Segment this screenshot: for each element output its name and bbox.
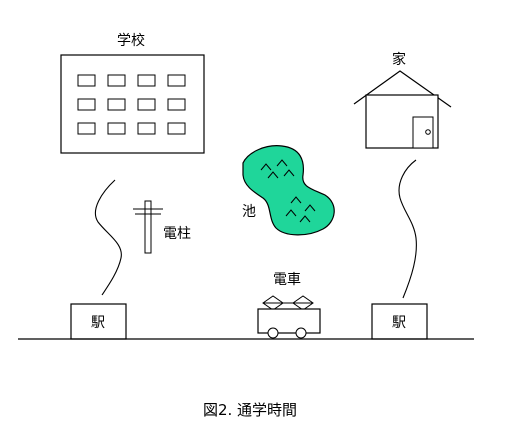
house-label: 家	[392, 51, 406, 68]
school-window	[137, 74, 156, 87]
school-window	[77, 74, 96, 87]
figure-caption: 図2. 通学時間	[203, 401, 297, 419]
station-right: 駅	[371, 303, 428, 340]
house: 家	[353, 51, 452, 149]
school-window	[167, 122, 186, 135]
train-car	[257, 308, 321, 334]
door-knob	[425, 129, 431, 135]
utility-pole: 電柱	[133, 200, 191, 254]
house-to-station-path	[398, 159, 417, 299]
school-window	[107, 122, 126, 135]
school-window	[107, 98, 126, 111]
school-label: 学校	[117, 32, 145, 49]
school-window	[137, 122, 156, 135]
train-label: 電車	[273, 271, 301, 288]
train: 電車	[257, 271, 321, 339]
school-window	[107, 74, 126, 87]
station-left-box	[70, 303, 127, 340]
station-right-box	[371, 303, 428, 340]
pantograph	[262, 295, 314, 311]
school-window	[77, 122, 96, 135]
school-window	[167, 74, 186, 87]
school-window	[167, 98, 186, 111]
station-right-label: 駅	[392, 315, 406, 331]
train-wheel	[295, 327, 307, 339]
school-windows	[77, 74, 186, 135]
utility-pole-label: 電柱	[163, 226, 191, 242]
school-window	[77, 98, 96, 111]
school-to-station-path	[94, 179, 122, 296]
pond-shape	[242, 145, 335, 236]
reed-marks	[260, 159, 316, 223]
train-wheel	[267, 327, 279, 339]
school: 学校	[60, 32, 205, 154]
school-window	[137, 98, 156, 111]
pole-post	[144, 200, 152, 254]
station-left-label: 駅	[91, 315, 105, 331]
pond-label: 池	[242, 204, 256, 220]
house-door	[412, 116, 434, 149]
pond: 池	[242, 145, 335, 236]
station-left: 駅	[70, 303, 127, 340]
